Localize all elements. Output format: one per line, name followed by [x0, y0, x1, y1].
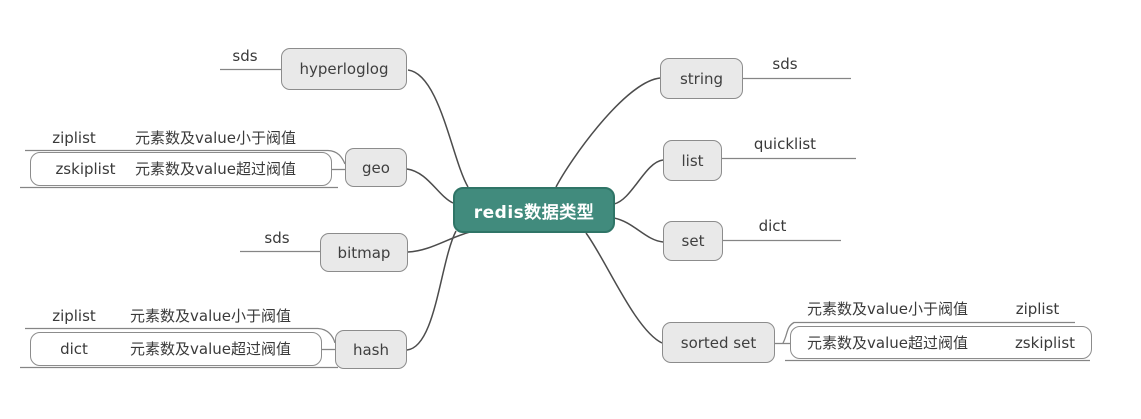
topic-hyperloglog[interactable]: hyperloglog: [281, 48, 407, 90]
leaf-sorted-set-zskiplist[interactable]: zskiplist: [1014, 334, 1076, 352]
topic-set[interactable]: set: [663, 221, 723, 261]
leaf-hash-dict[interactable]: dict: [60, 340, 88, 358]
connector-center-hyperloglog: [407, 69, 469, 188]
subtopic-geo-above-threshold[interactable]: 元素数及value超过阀值: [135, 160, 296, 178]
boundary-sorted-set-above-threshold: [790, 326, 1092, 359]
topic-bitmap[interactable]: bitmap: [320, 233, 408, 272]
subtopic-sorted-set-above-threshold[interactable]: 元素数及value超过阀值: [807, 334, 968, 352]
leaf-hash-ziplist[interactable]: ziplist: [52, 307, 96, 325]
connector-center-geo: [406, 168, 454, 204]
root-topic[interactable]: redis数据类型: [453, 187, 615, 233]
connector-center-sorted-set: [585, 232, 663, 344]
topic-string[interactable]: string: [660, 58, 743, 99]
leaf-string-sds[interactable]: sds: [772, 55, 798, 73]
topic-sorted-set[interactable]: sorted set: [662, 322, 775, 363]
connector-center-bitmap: [407, 231, 471, 253]
subtopic-hash-above-threshold[interactable]: 元素数及value超过阀值: [130, 340, 291, 358]
topic-list[interactable]: list: [663, 140, 722, 181]
leaf-list-quicklist[interactable]: quicklist: [753, 135, 817, 153]
boundary-hash-above-threshold: [30, 332, 322, 366]
leaf-sorted-set-ziplist[interactable]: ziplist: [1015, 300, 1060, 318]
boundary-geo-above-threshold: [30, 152, 332, 186]
connector-center-list: [613, 159, 664, 205]
topic-hash[interactable]: hash: [335, 330, 407, 369]
topic-geo[interactable]: geo: [345, 148, 407, 187]
subtopic-sorted-set-below-threshold[interactable]: 元素数及value小于阀值: [807, 300, 968, 318]
connector-center-set: [613, 217, 664, 243]
leaf-bitmap-sds[interactable]: sds: [264, 229, 290, 247]
subtopic-hash-below-threshold[interactable]: 元素数及value小于阀值: [130, 307, 291, 325]
leaf-hyperloglog-sds[interactable]: sds: [232, 47, 258, 65]
leaf-set-dict[interactable]: dict: [758, 217, 787, 235]
subtopic-geo-below-threshold[interactable]: 元素数及value小于阀值: [135, 129, 296, 147]
leaf-geo-zskiplist[interactable]: zskiplist: [55, 160, 116, 178]
connector-center-hash: [406, 230, 457, 351]
leaf-geo-ziplist[interactable]: ziplist: [52, 129, 96, 147]
connector-center-string: [555, 77, 661, 188]
